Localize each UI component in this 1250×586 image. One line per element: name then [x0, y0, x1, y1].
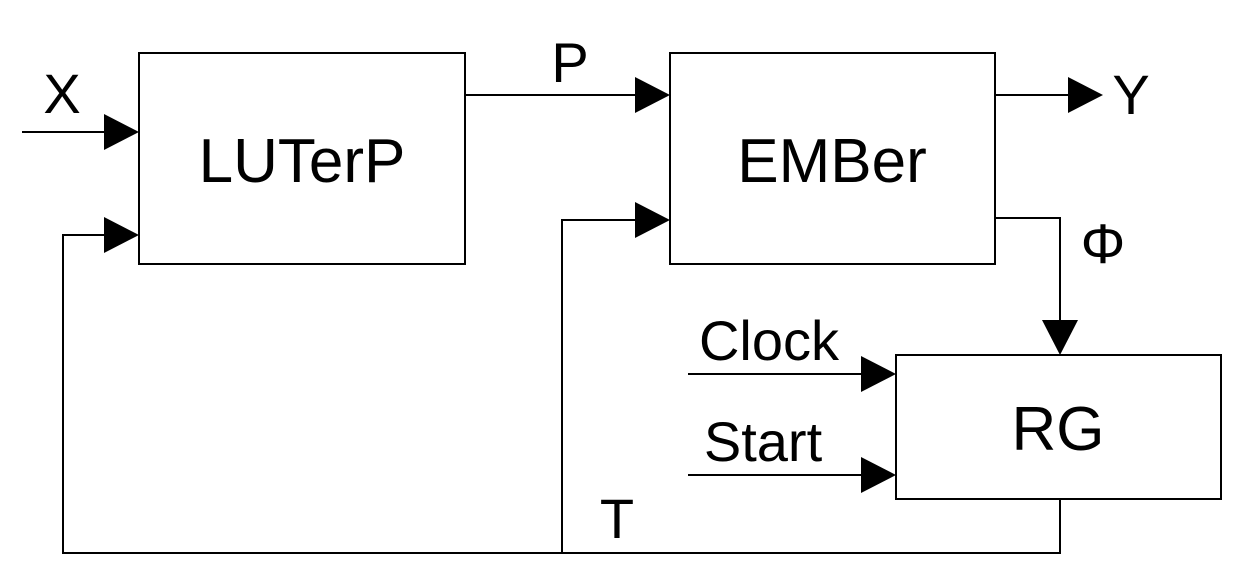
t-label: T: [600, 487, 634, 550]
clock-arrowhead: [861, 356, 896, 392]
start-label: Start: [704, 410, 823, 473]
phi-line: Φ: [995, 212, 1125, 355]
clock-label: Clock: [699, 309, 840, 372]
start-arrowhead: [861, 457, 896, 493]
rg-box: [895, 354, 1222, 500]
luterp-label: LUTerP: [199, 127, 406, 196]
p-label: P: [551, 31, 588, 94]
rg-label: RG: [1012, 395, 1105, 464]
luterp-block: LUTerP: [138, 52, 466, 265]
y-label: Y: [1112, 63, 1149, 126]
phi-arrowhead: [1042, 320, 1078, 355]
luterp-box: [138, 52, 466, 265]
t-luterp-arrowhead: [104, 217, 139, 253]
phi-label: Φ: [1081, 212, 1126, 275]
rg-block: RG: [895, 354, 1222, 500]
p-arrowhead: [635, 77, 670, 113]
ember-label: EMBer: [737, 127, 926, 196]
x-label: X: [43, 62, 80, 125]
y-output-line: Y: [995, 63, 1150, 126]
start-input-line: Start: [688, 410, 896, 493]
x-input-line: X: [22, 62, 139, 150]
t-feedback-bus: T: [62, 202, 1061, 554]
p-line: P: [465, 31, 670, 113]
ember-block: EMBer: [669, 52, 996, 265]
x-arrowhead: [104, 114, 139, 150]
y-arrowhead: [1068, 77, 1103, 113]
clock-input-line: Clock: [688, 309, 896, 392]
ember-box: [669, 52, 996, 265]
t-ember-arrowhead: [635, 202, 670, 238]
